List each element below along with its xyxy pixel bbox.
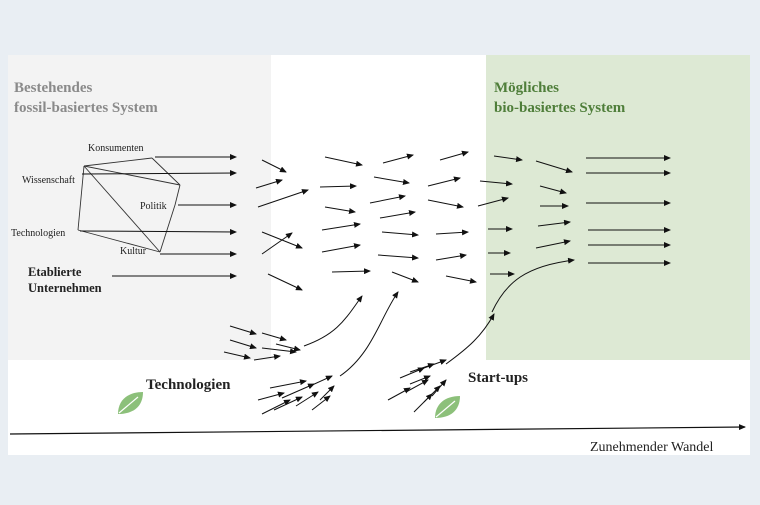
right-arrows (586, 155, 671, 266)
left-arrows (79, 154, 237, 279)
niche-curves (303, 257, 575, 377)
node-kultur: Kultur (120, 246, 147, 257)
node-wissenschaft: Wissenschaft (22, 175, 75, 186)
node-etablierte-unternehmen: Etablierte Unternehmen (28, 264, 102, 296)
network-lines (77, 157, 181, 253)
niche-technologien-arrows (223, 325, 335, 415)
axis-label: Zunehmender Wandel (590, 440, 714, 455)
bio-system-panel (486, 55, 750, 360)
niche-startups-label: Start-ups (468, 370, 529, 386)
leaf-icon (118, 392, 143, 414)
transition-arrows (255, 150, 573, 291)
unternehmen-line1: Etablierte (28, 265, 82, 279)
bio-title-line2: bio-basiertes System (494, 100, 626, 116)
unternehmen-line2: Unternehmen (28, 281, 102, 295)
niche-startups-arrows (387, 359, 447, 413)
niche-technologien-label: Technologien (146, 377, 231, 393)
bio-title-line1: Mögliches (494, 80, 559, 96)
fossil-system-panel (8, 55, 271, 360)
node-technologien: Technologien (11, 228, 66, 239)
leaf-icon (435, 396, 460, 418)
transition-axis (9, 424, 746, 435)
bio-system-title: Mögliches bio-basiertes System (494, 78, 625, 118)
node-politik: Politik (140, 201, 167, 212)
fossil-title-line1: Bestehendes (14, 80, 93, 96)
fossil-system-title: Bestehendes fossil-basiertes System (14, 78, 158, 118)
node-konsumenten: Konsumenten (88, 143, 144, 154)
fossil-title-line2: fossil-basiertes System (14, 100, 158, 116)
